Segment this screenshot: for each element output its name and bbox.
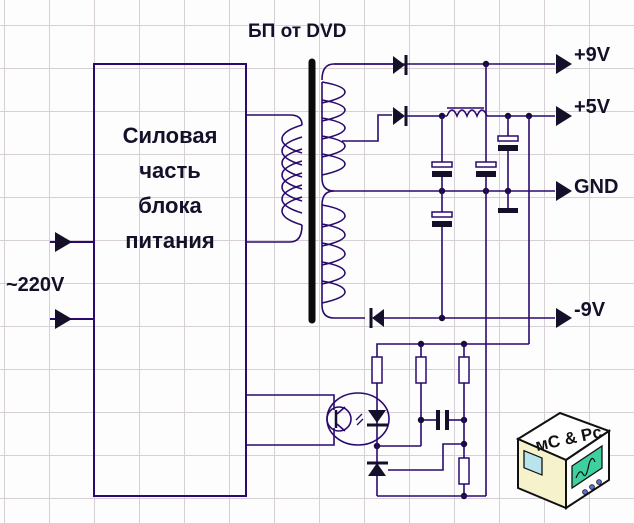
optocoupler bbox=[326, 392, 390, 446]
resistor-r2 bbox=[415, 356, 427, 384]
output-label-gnd: GND bbox=[574, 176, 618, 198]
diode-9v bbox=[393, 55, 408, 75]
resistor-r1 bbox=[371, 356, 383, 384]
output-label-plus9v: +9V bbox=[574, 44, 611, 66]
input-voltage-label: ~220V bbox=[6, 274, 65, 296]
block-label-line-3: блока bbox=[138, 193, 202, 218]
filter-inductor bbox=[446, 109, 488, 119]
block-label-line-4: питания bbox=[125, 228, 214, 253]
block-label-line-2: часть bbox=[139, 158, 201, 183]
block-label-line-1: Силовая bbox=[123, 123, 218, 148]
resistor-r3 bbox=[458, 356, 470, 384]
secondary-winding-upper bbox=[321, 63, 400, 192]
capacitor-c2 bbox=[431, 211, 453, 318]
input-arrow-2-icon bbox=[55, 309, 72, 329]
output-label-plus5v: +5V bbox=[574, 96, 611, 118]
input-arrow-1-icon bbox=[55, 232, 72, 252]
output-label-minus9v: -9V bbox=[574, 299, 606, 321]
logo-screen-right bbox=[571, 444, 603, 490]
diode-minus9v bbox=[369, 308, 384, 328]
resistor-r4 bbox=[458, 457, 470, 485]
output-arrow-gnd-icon bbox=[556, 181, 572, 201]
capacitor-c5 bbox=[436, 410, 440, 430]
logo-cube: мC & Pc bbox=[515, 411, 612, 510]
diode-5v bbox=[393, 106, 408, 126]
primary-winding bbox=[246, 114, 303, 243]
shunt-regulator bbox=[367, 461, 388, 476]
output-arrow-plus9v-icon bbox=[556, 54, 572, 74]
opto-wire-bottom bbox=[246, 428, 335, 446]
capacitor-c3 bbox=[475, 64, 497, 496]
power-block bbox=[93, 63, 247, 497]
capacitor-c1 bbox=[431, 116, 453, 212]
logo-screen-left bbox=[523, 449, 543, 476]
capacitor-c4 bbox=[497, 116, 519, 213]
power-block-label: Силовая часть блока питания bbox=[123, 123, 218, 253]
feedback-network bbox=[367, 340, 529, 500]
diagram-title: БП от DVD bbox=[248, 21, 346, 42]
opto-wire-top bbox=[246, 394, 335, 410]
output-arrow-minus9v-icon bbox=[556, 308, 572, 328]
output-arrow-plus5v-icon bbox=[556, 106, 572, 126]
secondary-winding-lower bbox=[321, 190, 365, 319]
